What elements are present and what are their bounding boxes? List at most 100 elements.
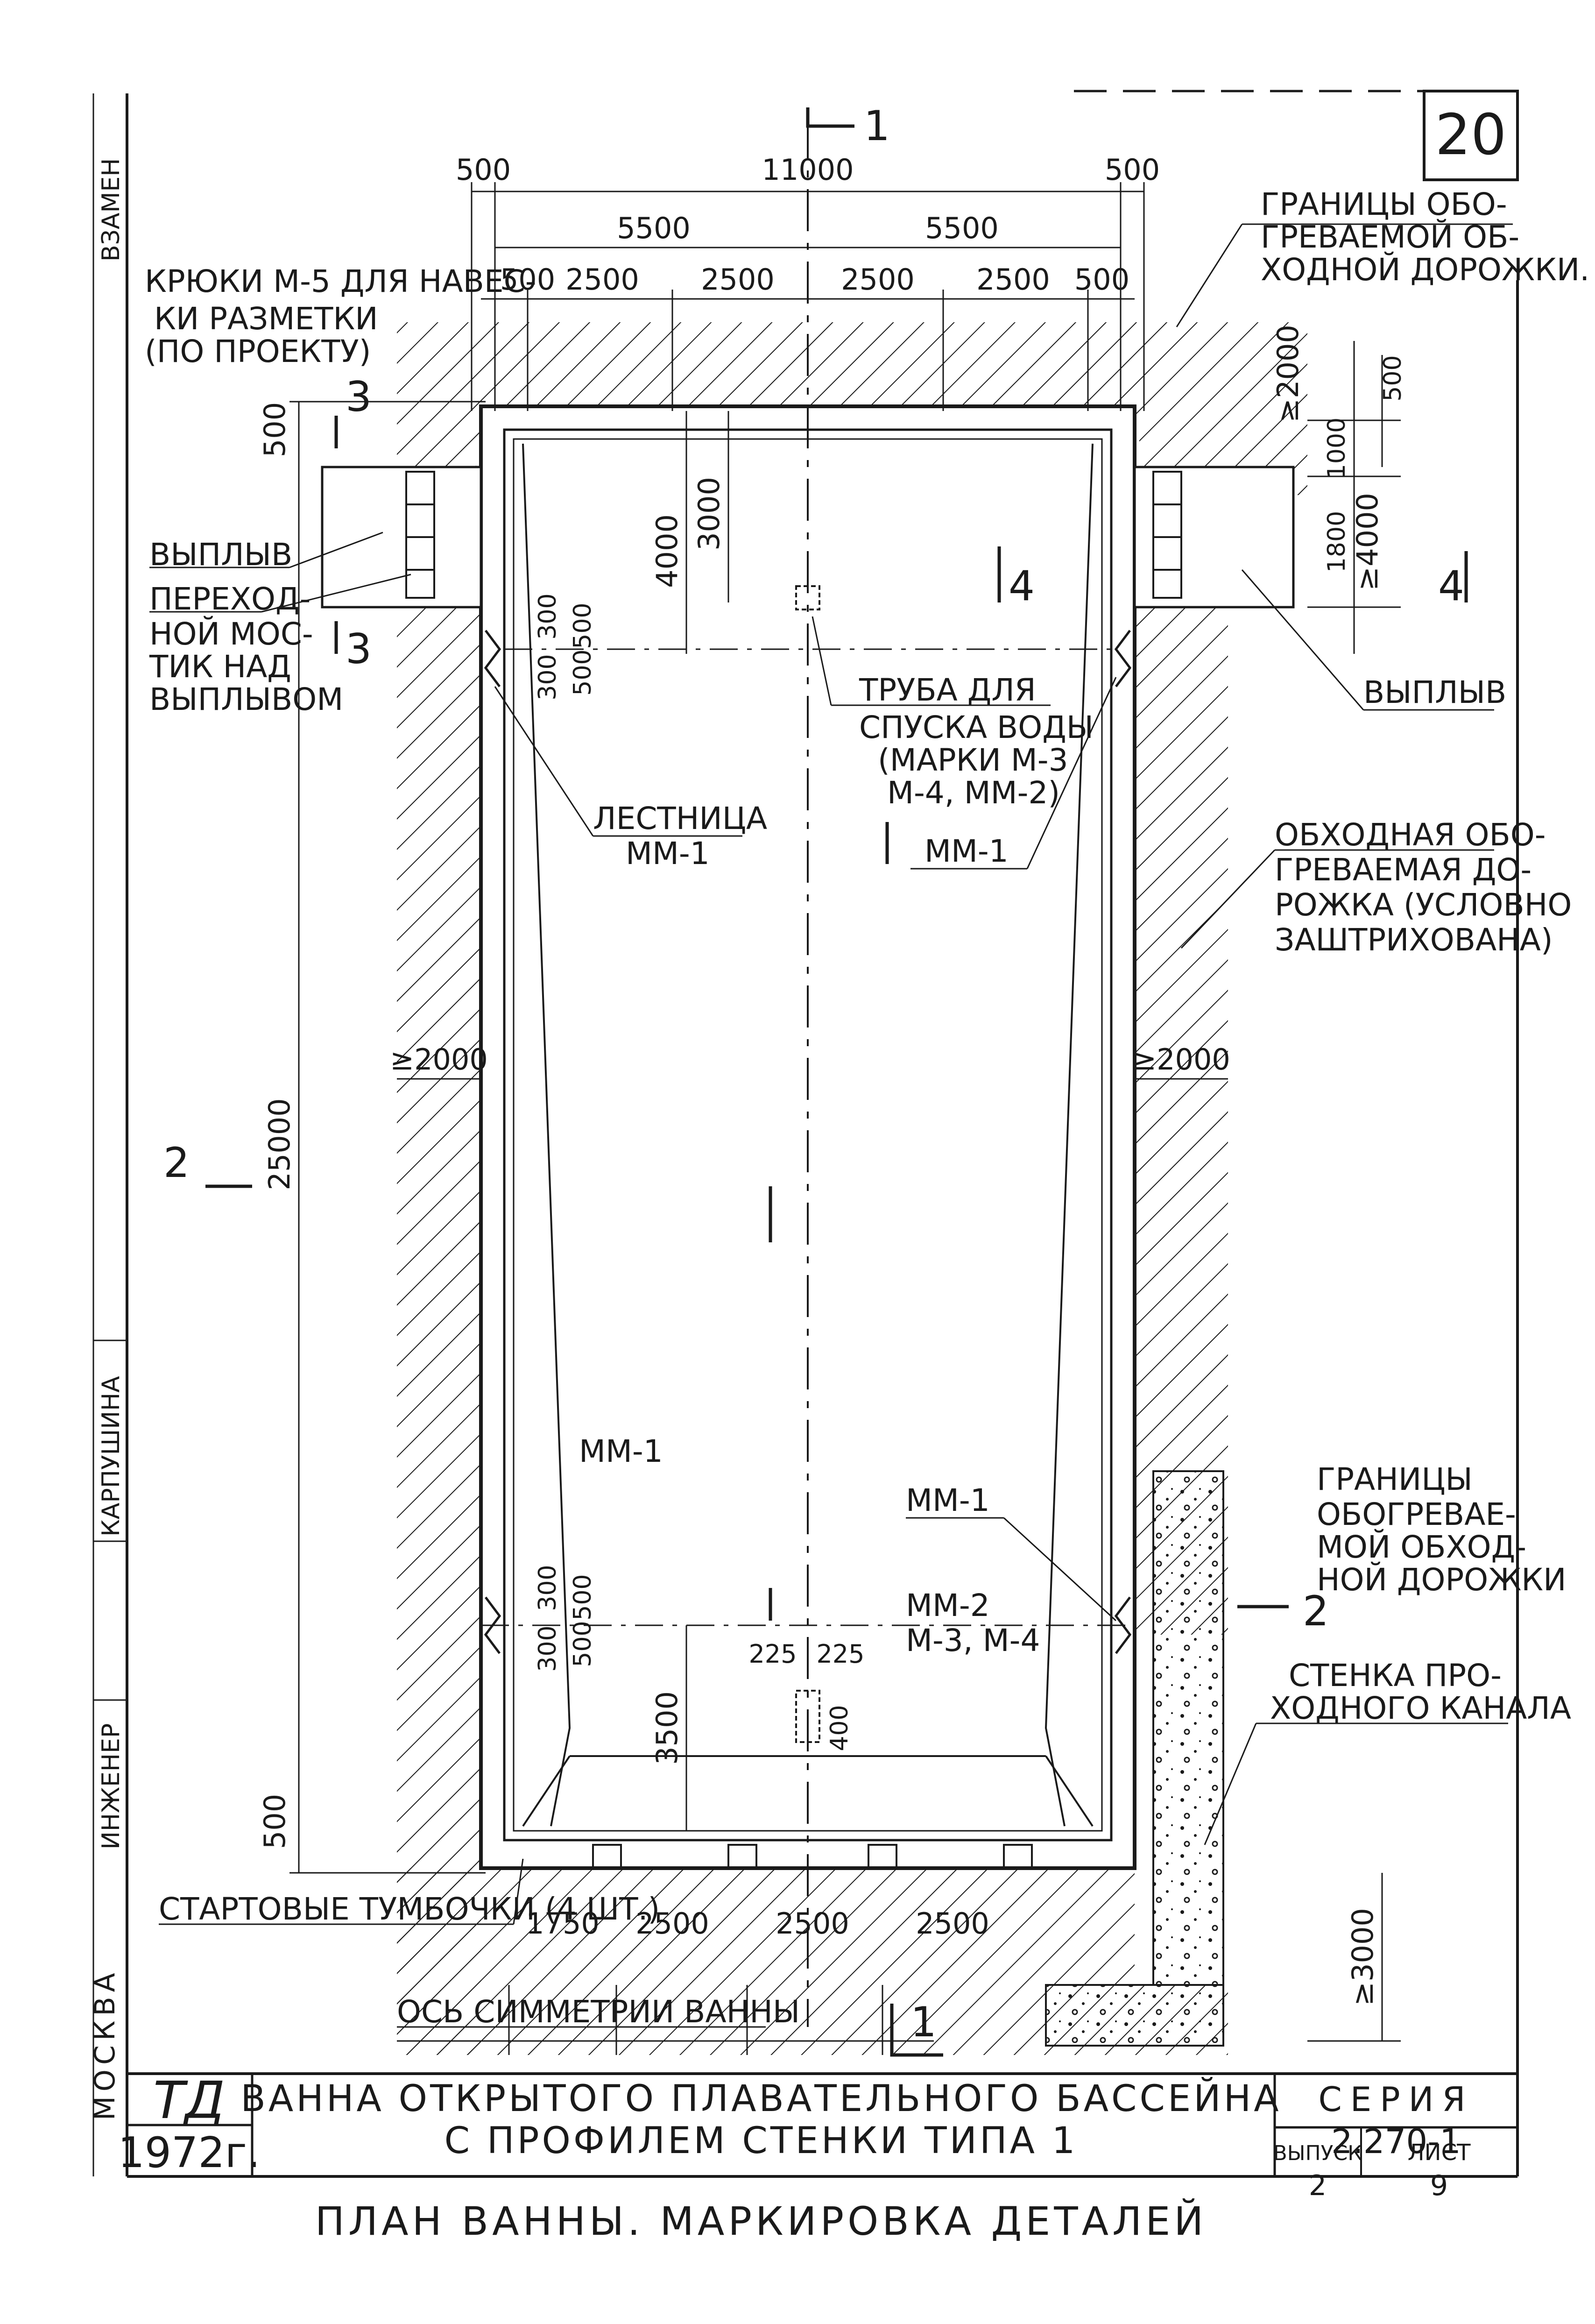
section-3-bottom: 3 xyxy=(346,625,372,673)
drain-pipe-icon xyxy=(795,585,820,610)
title-line1: ВАННА ОТКРЫТОГО ПЛАВАТЕЛЬНОГО БАССЕЙНА xyxy=(240,2077,1281,2120)
dim-500-side-top: 500 xyxy=(258,402,292,457)
dim-225-b: 225 xyxy=(816,1639,864,1669)
pipe-label-4: М-4, ММ-2) xyxy=(887,775,1060,811)
outlet-right xyxy=(1133,466,1295,609)
border-top-label-3: ХОДНОЙ ДОРОЖКИ. xyxy=(1261,251,1589,288)
section-4-right: 4 xyxy=(1438,562,1464,610)
dim-500-f: 500 xyxy=(569,1621,597,1667)
page-number-box xyxy=(1423,90,1519,181)
issue-value: 2 xyxy=(1309,2169,1327,2202)
dim-2500-b: 2500 xyxy=(701,262,775,297)
walkway-label-2: ГРЕВАЕМАЯ ДО- xyxy=(1275,852,1531,888)
border-bottom-label-4: НОЙ ДОРОЖКИ xyxy=(1317,1561,1567,1598)
dim-300-d: 300 xyxy=(534,1625,562,1672)
dim-1800: 1800 xyxy=(1323,511,1351,573)
series-label: СЕРИЯ xyxy=(1318,2080,1474,2119)
mm1-bottom-right-label: ММ-1 xyxy=(906,1482,990,1518)
dim-3000-right: ≥3000 xyxy=(1346,1908,1380,2006)
walkway-label-1: ОБХОДНАЯ ОБО- xyxy=(1275,817,1546,853)
ladder-label-2: ММ-1 xyxy=(626,836,710,872)
dim-500-e: 500 xyxy=(569,1574,597,1620)
axis-label: ОСЬ СИММЕТРИИ ВАННЫ xyxy=(397,1994,800,2030)
border-bottom-label-2: ОБОГРЕВАЕ- xyxy=(1317,1496,1516,1532)
m3m4-label: М-3, М-4 xyxy=(906,1623,1040,1658)
year-label: 1972г. xyxy=(118,2128,261,2177)
dim-5500-left: 5500 xyxy=(617,211,691,245)
page-number: 20 xyxy=(1435,103,1507,168)
dim-400: 400 xyxy=(826,1705,854,1751)
dim-300-c: 300 xyxy=(534,1565,562,1611)
side-stamp-name: КАРПУШИНА xyxy=(97,1376,125,1537)
dim-2500-e: 2500 xyxy=(635,1906,709,1941)
dim-500-top-left: 500 xyxy=(456,153,511,187)
dim-500-right-top: 500 xyxy=(1379,355,1407,401)
issue-label: ВЫПУСК xyxy=(1273,2141,1362,2165)
border-top-label-1: ГРАНИЦЫ ОБО- xyxy=(1261,186,1507,222)
hooks-label-3: (ПО ПРОЕКТУ) xyxy=(145,333,371,369)
walkway-label-4: ЗАШТРИХОВАНА) xyxy=(1275,922,1553,958)
section-1-bottom: 1 xyxy=(910,1998,937,2046)
mm2-label: ММ-2 xyxy=(906,1587,990,1623)
dim-500-c: 500 xyxy=(569,602,597,649)
section-1-top: 1 xyxy=(864,102,890,150)
outlet-left xyxy=(321,466,482,609)
dim-300-a: 300 xyxy=(534,593,562,639)
sheet-label: ЛИСТ xyxy=(1408,2140,1471,2166)
dim-2500-g: 2500 xyxy=(916,1906,989,1941)
side-stamp-top: ВЗАМЕН xyxy=(97,158,125,262)
bridge-label-1: ПЕРЕХОД- xyxy=(149,581,311,617)
starting-blocks xyxy=(592,1844,1033,1869)
mm1-bottom-left-label: ММ-1 xyxy=(579,1433,663,1469)
dim-500-top-right: 500 xyxy=(1105,153,1160,187)
dim-1750: 1750 xyxy=(526,1906,600,1941)
bridge-label-4: ВЫПЛЫВОМ xyxy=(149,681,343,717)
series-value: 2.270-1 xyxy=(1331,2122,1461,2161)
channel-wall xyxy=(1152,1470,1224,1986)
border-bottom-label-3: МОЙ ОБХОД- xyxy=(1317,1529,1526,1565)
ladder-label-1: ЛЕСТНИЦА xyxy=(593,801,767,836)
pipe-label-1: ТРУБА ДЛЯ xyxy=(859,672,1036,708)
dimension-lines-side xyxy=(289,341,1401,2055)
dim-2500-a: 2500 xyxy=(565,262,639,297)
dim-500-bottom-left: 500 xyxy=(258,1794,292,1849)
pipe-label-3: (МАРКИ М-3 xyxy=(878,742,1068,778)
dim-4000: 4000 xyxy=(650,514,684,588)
dim-25000: 25000 xyxy=(262,1098,296,1190)
hooks-label-2: КИ РАЗМЕТКИ xyxy=(154,301,378,337)
starting-blocks-label: СТАРТОВЫЕ ТУМБОЧКИ (4 ШТ.) xyxy=(159,1891,660,1927)
channel-label-1: СТЕНКА ПРО- xyxy=(1289,1658,1502,1693)
sheet-frame xyxy=(92,90,1519,2178)
dim-500-d: 500 xyxy=(569,649,597,695)
sheet-subtitle: ПЛАН ВАННЫ. МАРКИРОВКА ДЕТАЛЕЙ xyxy=(315,2198,1207,2244)
dim-2500-d: 2500 xyxy=(976,262,1050,297)
outlet-label-left: ВЫПЛЫВ xyxy=(149,537,292,573)
outlet-label-right: ВЫПЛЫВ xyxy=(1363,674,1506,710)
dim-3500: 3500 xyxy=(650,1691,684,1765)
dim-5500-right: 5500 xyxy=(925,211,999,245)
hooks-label-1: КРЮКИ М-5 ДЛЯ НАВЕС- xyxy=(145,263,536,299)
bridge-label-2: НОЙ МОС- xyxy=(149,616,313,652)
channel-wall-bottom xyxy=(1045,1984,1224,2047)
leader-lines xyxy=(149,223,1513,2028)
border-top-label-2: ГРЕВАЕМОЙ ОБ- xyxy=(1261,219,1519,255)
dim-500-a: 500 xyxy=(500,262,555,297)
dim-500-b: 500 xyxy=(1074,262,1129,297)
bridge-label-3: ТИК НАД xyxy=(149,649,291,685)
dimension-lines-top xyxy=(471,182,1145,411)
section-markers xyxy=(205,107,1468,2057)
logo-td: ТД xyxy=(153,2070,225,2130)
section-2-right: 2 xyxy=(1303,1587,1329,1635)
dim-4000-right: ≥4000 xyxy=(1350,493,1384,591)
section-4-left: 4 xyxy=(1009,562,1035,610)
drain-pipe-bottom-icon xyxy=(795,1690,820,1743)
dim-2000-right: ≥2000 xyxy=(1132,1042,1230,1077)
dim-3000: 3000 xyxy=(692,477,726,551)
dim-300-b: 300 xyxy=(534,654,562,700)
ladder-icons xyxy=(484,630,1132,1654)
sheet-value: 9 xyxy=(1430,2169,1448,2202)
dim-2500-c: 2500 xyxy=(841,262,915,297)
city-label: МОСКВА xyxy=(89,1968,121,2120)
dim-11000: 11000 xyxy=(762,153,854,187)
